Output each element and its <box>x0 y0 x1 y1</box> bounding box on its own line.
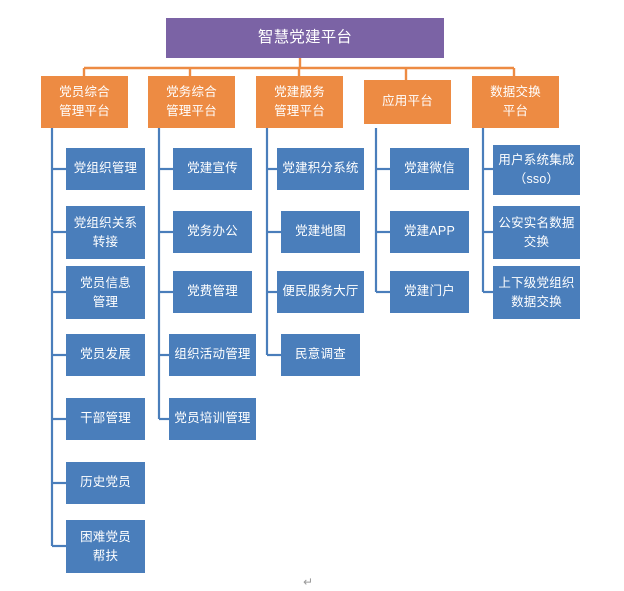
branch-1-label-line-1: 党员综合 <box>59 84 110 99</box>
branch-2-child-5-line-1: 党员培训管理 <box>174 411 251 426</box>
branch-2-child-1-line-1: 党建宣传 <box>187 161 238 176</box>
branch-3-label-line-2: 管理平台 <box>274 104 325 118</box>
branch-3-child-4-line-1: 民意调查 <box>295 347 346 362</box>
leaf-node-party-member-training-management[interactable]: 党员培训管理 <box>169 398 256 440</box>
leaf-node-party-member-information-management[interactable]: 党员信息 管理 <box>66 266 145 319</box>
leaf-node-upper-lower-party-org-data-exchange[interactable]: 上下级党组织 数据交换 <box>493 266 580 319</box>
leaf-node-party-building-app[interactable]: 党建APP <box>390 211 469 253</box>
leaf-node-historical-party-members[interactable]: 历史党员 <box>66 462 145 504</box>
branch-4-child-3-line-1: 党建门户 <box>404 284 455 299</box>
root-node-smart-party-platform[interactable]: 智慧党建平台 <box>166 18 444 58</box>
branch-2-child-2-line-1: 党务办公 <box>187 224 238 239</box>
branch-1-child-3-line-1: 党员信息 <box>80 275 131 290</box>
branch-2-child-3-line-1: 党费管理 <box>187 284 238 299</box>
leaf-node-party-member-development[interactable]: 党员发展 <box>66 334 145 376</box>
leaf-node-party-org-management[interactable]: 党组织管理 <box>66 148 145 190</box>
leaf-node-user-system-integration-sso[interactable]: 用户系统集成 （sso） <box>493 145 580 195</box>
branch-3-label-line-1: 党建服务 <box>274 84 325 99</box>
leaf-node-party-building-publicity[interactable]: 党建宣传 <box>173 148 252 190</box>
branch-node-party-affairs-integrated-management[interactable]: 党务综合 管理平台 <box>148 76 235 128</box>
branch-5-child-2-line-1: 公安实名数据 <box>498 215 575 230</box>
branch-3-child-2-line-1: 党建地图 <box>295 224 346 239</box>
leaf-node-needy-party-member-assistance[interactable]: 困难党员 帮扶 <box>66 520 145 573</box>
branch-5-child-2-line-2: 交换 <box>523 234 550 249</box>
branch-1-child-4-line-1: 党员发展 <box>80 347 131 362</box>
leaf-node-party-building-map[interactable]: 党建地图 <box>281 211 360 253</box>
leaf-node-party-building-wechat[interactable]: 党建微信 <box>390 148 469 190</box>
leaf-node-party-org-relationship-transfer[interactable]: 党组织关系 转接 <box>66 206 145 259</box>
leaf-node-party-building-points-system[interactable]: 党建积分系统 <box>277 148 364 190</box>
leaf-node-public-service-hall[interactable]: 便民服务大厅 <box>277 271 364 313</box>
branch-1-child-2-line-1: 党组织关系 <box>73 215 138 230</box>
leaf-node-public-opinion-survey[interactable]: 民意调查 <box>281 334 360 376</box>
leaf-node-party-building-portal[interactable]: 党建门户 <box>390 271 469 313</box>
branch-1-child-3-line-2: 管理 <box>92 294 119 309</box>
leaf-node-organization-activity-management[interactable]: 组织活动管理 <box>169 334 256 376</box>
branch-1-child-2-line-2: 转接 <box>92 234 119 249</box>
leaf-node-cadre-management[interactable]: 干部管理 <box>66 398 145 440</box>
paragraph-mark: ↵ <box>303 575 314 589</box>
leaf-node-public-security-real-name-data-exchange[interactable]: 公安实名数据 交换 <box>493 206 580 259</box>
branch-3-child-3-line-1: 便民服务大厅 <box>282 284 359 299</box>
branch-2-label-line-2: 管理平台 <box>166 104 217 118</box>
branch-5-child-1-line-1: 用户系统集成 <box>498 153 575 168</box>
branch-node-party-member-integrated-management[interactable]: 党员综合 管理平台 <box>41 76 128 128</box>
leaf-node-party-dues-management[interactable]: 党费管理 <box>173 271 252 313</box>
branch-1-child-5-line-1: 干部管理 <box>80 411 131 426</box>
branch-2-child-4-line-1: 组织活动管理 <box>174 347 251 362</box>
branch-1-child-7-line-2: 帮扶 <box>92 548 119 563</box>
leaf-node-party-affairs-office[interactable]: 党务办公 <box>173 211 252 253</box>
branch-5-child-1-line-2: （sso） <box>513 172 560 186</box>
branch-node-application-platform[interactable]: 应用平台 <box>364 80 451 124</box>
branch-1-child-6-line-1: 历史党员 <box>80 475 131 490</box>
branch-5-label-line-1: 数据交换 <box>490 84 541 99</box>
branch-4-child-2-line-1: 党建APP <box>403 224 455 239</box>
branch-5-child-3-line-2: 数据交换 <box>511 294 562 309</box>
branch-5-label-line-2: 平台 <box>502 104 529 118</box>
branch-4-child-1-line-1: 党建微信 <box>404 161 455 176</box>
branch-node-data-exchange-platform[interactable]: 数据交换 平台 <box>472 76 559 128</box>
root-node-line-1: 智慧党建平台 <box>257 28 353 46</box>
branch-node-party-building-service-management[interactable]: 党建服务 管理平台 <box>256 76 343 128</box>
branch-1-child-1-line-1: 党组织管理 <box>73 161 138 176</box>
branch-1-child-7-line-1: 困难党员 <box>80 529 131 544</box>
branch-1-label-line-2: 管理平台 <box>59 104 110 118</box>
branch-5-child-3-line-1: 上下级党组织 <box>498 275 575 290</box>
branch-4-label-line-1: 应用平台 <box>382 94 433 109</box>
branch-3-child-1-line-1: 党建积分系统 <box>282 161 359 176</box>
branch-2-label-line-1: 党务综合 <box>166 84 217 99</box>
